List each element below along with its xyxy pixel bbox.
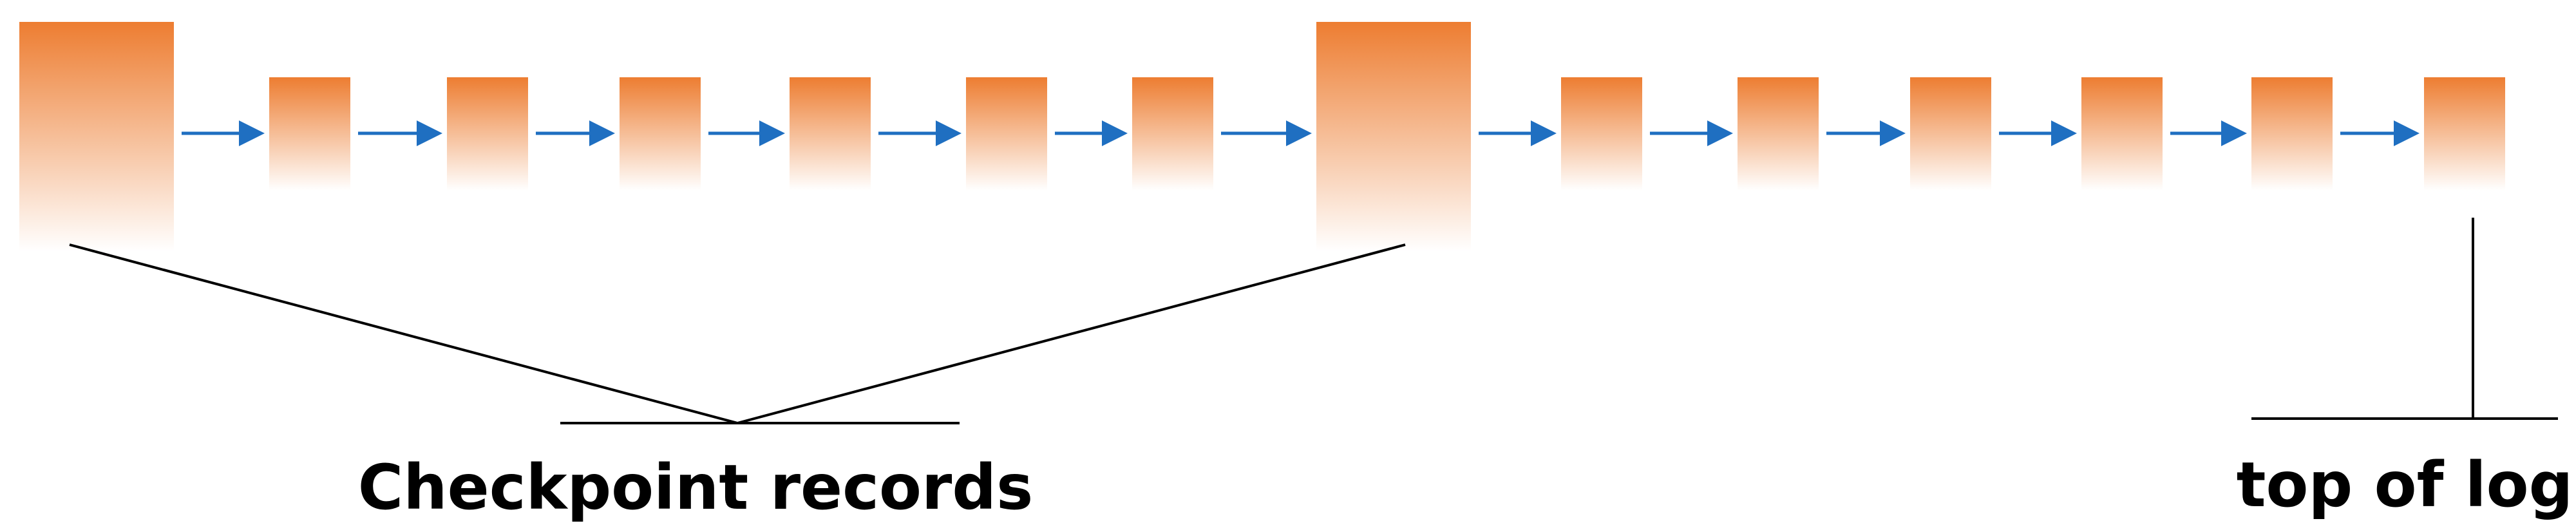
- log-record: [2081, 77, 2163, 191]
- log-record: [447, 77, 528, 191]
- log-record: [1132, 77, 1213, 191]
- checkpoint-callout: [69, 243, 1406, 424]
- top-of-log-callout: [2251, 218, 2558, 420]
- log-record: [620, 77, 701, 191]
- log-record: [790, 77, 871, 191]
- checkpoint-records-label: Checkpoint records: [358, 451, 1033, 524]
- checkpoint-record: [1316, 22, 1471, 251]
- log-record: [2251, 77, 2333, 191]
- log-record: [269, 77, 350, 191]
- checkpoint-pointer-line: [69, 243, 738, 424]
- log-record: [2424, 77, 2505, 191]
- log-record: [1910, 77, 1991, 191]
- checkpoint-pointer-line: [737, 243, 1406, 424]
- log-records: [19, 22, 2505, 251]
- log-record: [1738, 77, 1819, 191]
- log-record: [1561, 77, 1642, 191]
- log-record: [966, 77, 1047, 191]
- checkpoint-record: [19, 22, 174, 251]
- top-of-log-label: top of log: [2237, 449, 2573, 521]
